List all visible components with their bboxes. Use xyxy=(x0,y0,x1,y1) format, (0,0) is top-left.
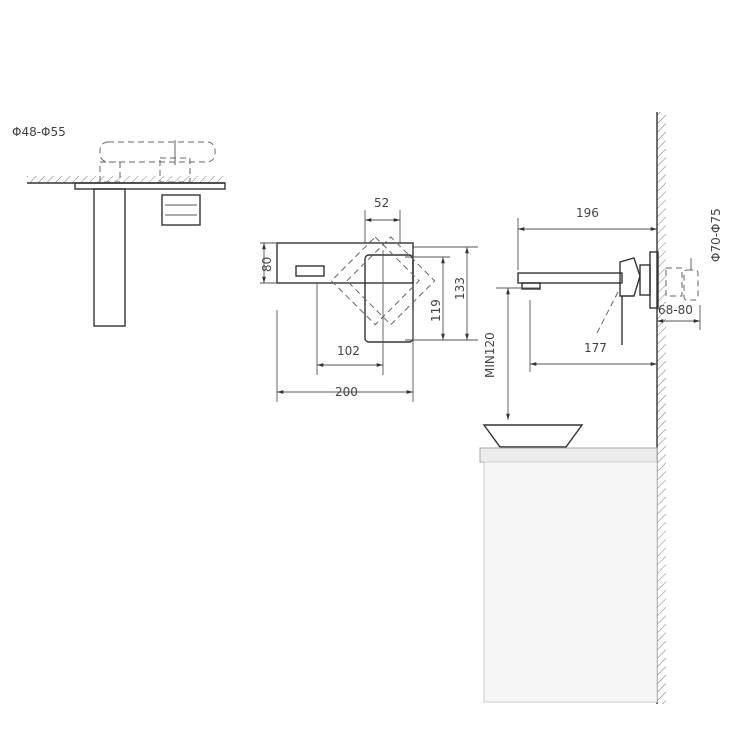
dim-handle-height: 119 xyxy=(429,299,443,322)
dim-plate-height: 80 xyxy=(260,257,274,272)
wall-plate xyxy=(276,242,414,284)
dim-spout-reach: 196 xyxy=(576,206,599,220)
flange xyxy=(649,251,659,309)
pipe-diameter-label: Φ48-Φ55 xyxy=(12,125,66,139)
spout-top xyxy=(93,188,126,327)
dim-flange-diameter: Φ70-Φ75 xyxy=(709,208,723,262)
spout-side xyxy=(517,272,623,284)
dim-wall-depth: 68-80 xyxy=(658,303,693,317)
valve-body xyxy=(99,141,216,163)
spout-outlet xyxy=(295,265,325,277)
ceiling-hatch xyxy=(27,176,225,183)
side-view: 196 Φ70-Φ75 68-80 177 MIN120 xyxy=(479,112,723,704)
cabinet xyxy=(483,461,658,703)
front-view: 52 80 119 133 102 200 xyxy=(260,196,478,402)
countertop xyxy=(479,447,658,463)
dim-min-height: MIN120 xyxy=(483,332,497,378)
dim-handle-reach: 177 xyxy=(584,341,607,355)
dim-overall-height: 133 xyxy=(453,277,467,300)
mixer-body xyxy=(619,257,641,297)
dim-handle-width: 52 xyxy=(374,196,389,210)
handle-rotation-right xyxy=(346,236,436,326)
wall-hatch xyxy=(657,112,666,704)
top-view: Φ48-Φ55 xyxy=(12,125,226,327)
cover-plate xyxy=(74,182,226,190)
basin xyxy=(482,424,584,448)
dim-center-offset: 102 xyxy=(337,344,360,358)
dim-plate-width: 200 xyxy=(335,385,358,399)
cartridge xyxy=(161,194,201,226)
handle-rotation-left xyxy=(330,236,420,326)
